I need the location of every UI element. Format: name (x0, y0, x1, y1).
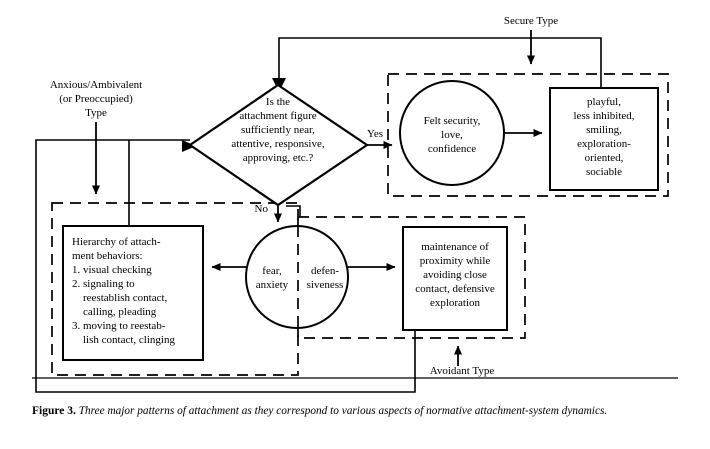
defensiveness-line-1: defen- (311, 265, 339, 277)
secure-type-group-boundary (387, 73, 669, 197)
avoidant-type-annotation: Avoidant Type (430, 345, 495, 377)
hierarchy-line-3: 1. visual checking (72, 264, 152, 276)
attachment-appraisal-decision: Is the attachment figure sufficiently ne… (188, 83, 369, 207)
anxious-feedback-arrow (182, 140, 196, 152)
decision-line-5: approving, etc.? (243, 152, 314, 164)
decision-line-1: Is the (266, 96, 290, 108)
anxious-type-label-line-1: Anxious/Ambivalent (50, 79, 142, 91)
hierarchy-line-7: 3. moving to reestab- (72, 320, 166, 332)
fear-defensiveness-node: fear, anxiety defen- siveness (245, 225, 349, 329)
decision-line-4: attentive, responsive, (231, 138, 324, 150)
felt-security-line-2: love, (441, 129, 463, 141)
maintenance-line-5: exploration (430, 297, 481, 309)
anxious-type-label-line-2: (or Preoccupied) (59, 93, 133, 105)
maintenance-node: maintenance of proximity while avoiding … (402, 226, 508, 331)
felt-security-node: Felt security, love, confidence (399, 80, 505, 186)
avoidant-type-label: Avoidant Type (430, 365, 495, 377)
playful-line-1: playful, (587, 96, 621, 108)
no-edge-label: No (255, 203, 269, 215)
playful-line-2: less inhibited, (573, 110, 634, 122)
figure-caption-text: Three major patterns of attachment as th… (78, 405, 608, 417)
maintenance-line-1: maintenance of (421, 241, 489, 253)
attachment-system-flowchart: Is the attachment figure sufficiently ne… (32, 15, 678, 393)
hierarchy-line-6: calling, pleading (72, 306, 157, 318)
anxious-type-annotation: Anxious/Ambivalent (or Preoccupied) Type (50, 79, 142, 195)
maintenance-line-3: avoiding close (423, 269, 487, 281)
playful-outcomes-node: playful, less inhibited, smiling, explor… (549, 87, 659, 191)
secure-type-label: Secure Type (504, 15, 558, 27)
playful-line-6: sociable (586, 166, 622, 178)
defensiveness-line-2: siveness (307, 279, 344, 291)
fear-line-1: fear, (262, 265, 282, 277)
no-edge-jog (286, 205, 301, 217)
felt-security-line-3: confidence (428, 143, 476, 155)
figure-caption-label: Figure 3. (32, 405, 76, 417)
maintenance-line-2: proximity while (420, 255, 491, 267)
fear-line-2: anxiety (256, 279, 289, 291)
hierarchy-line-5: reestablish contact, (72, 292, 168, 304)
hierarchy-line-8: lish contact, clinging (72, 334, 175, 346)
anxious-type-label-line-3: Type (85, 107, 107, 119)
playful-line-4: exploration- (577, 138, 631, 150)
hierarchy-line-1: Hierarchy of attach- (72, 236, 161, 248)
hierarchy-node: Hierarchy of attach- ment behaviors: 1. … (62, 225, 204, 361)
maintenance-line-4: contact, defensive (415, 283, 495, 295)
yes-edge-label: Yes (367, 128, 383, 140)
figure-caption: Figure 3. Three major patterns of attach… (32, 404, 680, 419)
playful-line-3: smiling, (586, 124, 622, 136)
playful-line-5: oriented, (585, 152, 624, 164)
hierarchy-line-2: ment behaviors: (72, 250, 143, 262)
anxious-feedback-loop (35, 139, 416, 393)
decision-line-3: sufficiently near, (241, 124, 315, 136)
felt-security-line-1: Felt security, (424, 115, 481, 127)
secure-type-annotation: Secure Type (504, 15, 558, 65)
secure-feedback-loop (278, 37, 602, 88)
decision-line-2: attachment figure (239, 110, 316, 122)
hierarchy-line-4: 2. signaling to (72, 278, 135, 290)
